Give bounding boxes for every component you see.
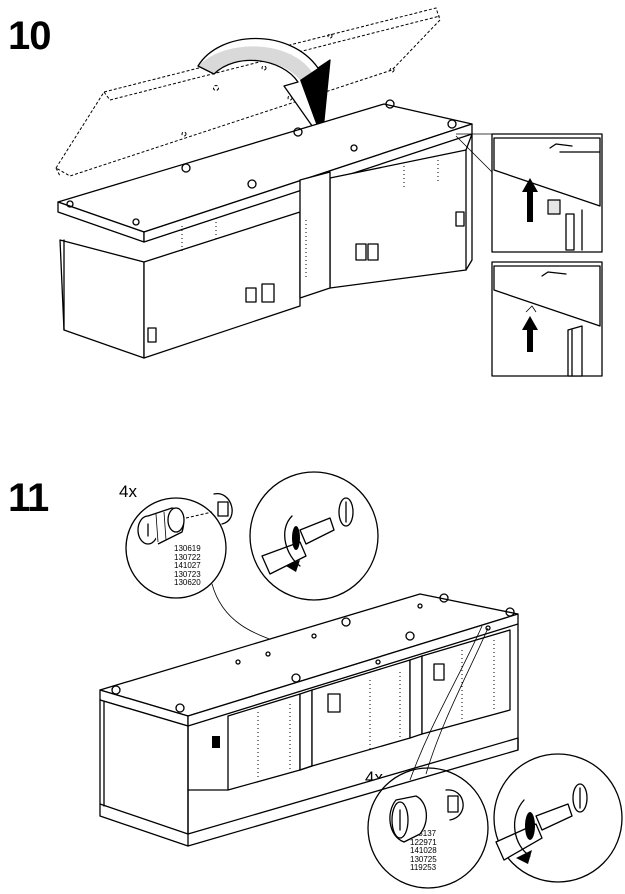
part-code: 130620: [174, 578, 201, 588]
callout-circle-cam-lock: [125, 493, 233, 599]
screwdriver-icon: [495, 803, 573, 861]
cabinet-step-11: [99, 593, 519, 847]
step-10-number: 10: [8, 14, 51, 58]
part-code: 122971: [410, 837, 437, 847]
step-11-number: 11: [8, 476, 49, 520]
part-code: 118137: [410, 829, 437, 838]
cam-lock-icon: [137, 507, 185, 545]
callout-circle-screwdriver-2: [493, 753, 623, 883]
part-code: 130723: [174, 569, 201, 579]
callout-circle-screwdriver-1: [249, 471, 379, 601]
up-arrow-icon: [522, 316, 538, 352]
cabinet-step-10: [57, 99, 473, 359]
curved-arrow-icon: [197, 38, 331, 141]
part-codes-list-2: 118137 122971 141028 130725 119253: [410, 829, 437, 873]
part-code: 130722: [174, 552, 201, 562]
part-code: 130725: [410, 854, 437, 864]
up-arrow-icon: [522, 178, 538, 222]
quantity-label-cam-lock: 4x: [119, 482, 137, 501]
detail-box-1: [491, 133, 603, 253]
callout-circle-cam-lock-2: [367, 767, 489, 889]
part-code: 119253: [410, 863, 437, 873]
rotate-arrow-icon: [284, 515, 301, 572]
part-code: 141028: [410, 846, 437, 856]
step-10-illustration: [55, 7, 603, 377]
step-11-illustration: [99, 471, 623, 889]
part-codes-list-1: 130619 130722 141027 130723 130620: [174, 544, 201, 588]
part-code: 141027: [174, 561, 201, 571]
part-code: 130619: [174, 544, 201, 553]
cam-lock-icon: [389, 795, 427, 843]
rotate-arrow-icon: [514, 799, 532, 864]
detail-box-2: [491, 261, 603, 377]
screwdriver-icon: [261, 517, 335, 575]
